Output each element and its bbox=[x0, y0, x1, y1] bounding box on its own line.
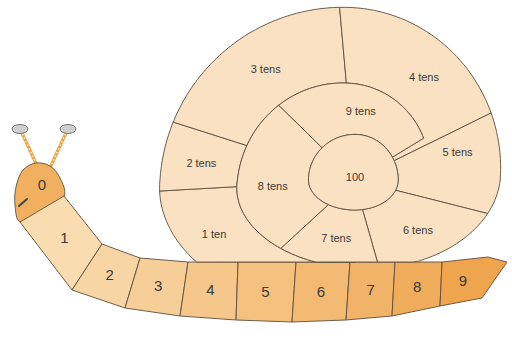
antenna-tip bbox=[60, 125, 76, 134]
segment-label: 6 bbox=[317, 284, 325, 301]
mouth-line bbox=[19, 199, 27, 206]
segment-label: 7 tens bbox=[321, 232, 351, 244]
body-segment: 4 bbox=[178, 260, 240, 322]
segment-label: 5 bbox=[261, 284, 269, 301]
segment-shape bbox=[392, 262, 442, 316]
label-holder: 4 tens bbox=[409, 67, 439, 85]
segment-shape bbox=[180, 262, 238, 320]
body-segment: 8 bbox=[390, 260, 444, 318]
body-segment: 7 bbox=[344, 260, 397, 322]
label-holder: 100 bbox=[346, 167, 364, 185]
label-holder: 9 bbox=[459, 272, 467, 290]
segment-shape bbox=[125, 258, 188, 316]
segment-label: 0 bbox=[38, 177, 46, 194]
label-holder: 3 bbox=[154, 277, 162, 295]
segment-label: 9 bbox=[459, 273, 467, 290]
body-segment: 3 bbox=[123, 256, 190, 318]
label-holder: 5 tens bbox=[443, 142, 473, 160]
shell-centre: 100 bbox=[306, 132, 401, 212]
segment-label: 4 bbox=[206, 282, 214, 299]
label-holder: 6 bbox=[317, 283, 325, 301]
label-holder: 8 tens bbox=[258, 176, 288, 194]
segment-shape bbox=[346, 262, 395, 320]
label-holder: 0 bbox=[38, 176, 46, 194]
label-holder: 8 bbox=[413, 278, 421, 296]
label-holder: 1 ten bbox=[202, 224, 226, 242]
label-holder: 7 bbox=[367, 281, 375, 299]
segment-label: 2 bbox=[106, 267, 114, 284]
segment-label: 3 tens bbox=[251, 63, 281, 75]
label-holder: 7 tens bbox=[321, 228, 351, 246]
segment-shape bbox=[309, 134, 399, 210]
label-holder: 3 tens bbox=[251, 59, 281, 77]
segment-label: 6 tens bbox=[403, 224, 433, 236]
antenna-tip bbox=[12, 125, 28, 134]
label-holder: 1 bbox=[60, 229, 68, 247]
segment-label: 7 bbox=[367, 282, 375, 299]
label-holder: 2 bbox=[106, 266, 114, 284]
label-holder: 6 tens bbox=[403, 220, 433, 238]
antenna-pattern bbox=[50, 133, 66, 168]
segment-shape bbox=[292, 262, 350, 322]
segment-label: 8 tens bbox=[258, 180, 288, 192]
segment-label: 4 tens bbox=[409, 71, 439, 83]
segment-label: 3 bbox=[154, 278, 162, 295]
segment-label: 100 bbox=[346, 171, 364, 183]
segment-label: 1 ten bbox=[202, 228, 226, 240]
label-holder: 2 tens bbox=[186, 153, 216, 171]
body-segment: 6 bbox=[290, 260, 352, 324]
segment-outline bbox=[438, 255, 509, 308]
body-segment: 9 bbox=[438, 255, 509, 308]
antenna bbox=[50, 133, 66, 168]
segment-shape bbox=[236, 262, 296, 322]
segment-label: 1 bbox=[60, 230, 68, 247]
segment-label: 9 tens bbox=[346, 105, 376, 117]
segment-label: 2 tens bbox=[186, 157, 216, 169]
segment-label: 8 bbox=[413, 279, 421, 296]
body-segment: 5 bbox=[234, 260, 298, 324]
segment-shape bbox=[440, 257, 507, 306]
label-holder: 5 bbox=[261, 283, 269, 301]
label-holder: 4 bbox=[206, 281, 214, 299]
segment-label: 5 tens bbox=[443, 146, 473, 158]
label-holder: 9 tens bbox=[346, 101, 376, 119]
